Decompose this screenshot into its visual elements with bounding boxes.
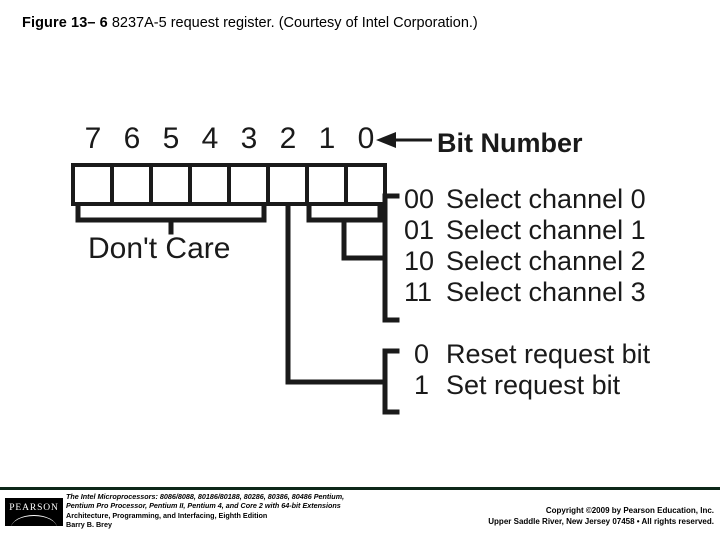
figure-caption-text: 8237A-5 request register. (Courtesy of I… [111,15,478,31]
channel-select-code-3: 11 [404,277,432,307]
channel-select-desc-1: Select channel 1 [446,215,646,245]
dont-care-brace [75,204,267,235]
book-author: Barry B. Brey [66,520,112,530]
register-cell-bit4 [188,163,231,206]
request-bit-desc-0: Reset request bit [446,339,651,369]
bit-number-1: 1 [319,122,336,155]
bit-number-5: 5 [163,122,180,155]
bit-number-pointer [376,132,432,148]
copyright-line-2: Upper Saddle River, New Jersey 07458 • A… [488,516,714,526]
channel-select-desc-3: Select channel 3 [446,277,646,307]
channel-select-code-1: 01 [404,215,434,245]
footer-divider [0,487,720,490]
figure-caption: Figure 13– 6 8237A-5 request register. (… [22,14,702,32]
book-title-line-3: Architecture, Programming, and Interfaci… [66,510,268,520]
bit-number-label: Bit Number [437,128,583,158]
book-info: The Intel Microprocessors: 8086/8088, 80… [66,492,396,530]
request-bit-code-0: 0 [414,339,429,369]
copyright-notice: Copyright ©2009 by Pearson Education, In… [414,506,714,527]
channel-select-list: 00 Select channel 0 01 Select channel 1 … [404,184,646,307]
channel-select-bracket [382,193,400,323]
register-cells [71,163,387,206]
register-cell-bit7 [71,163,114,206]
bit-number-7: 7 [85,122,102,155]
pearson-logo: PEARSON [5,498,63,526]
channel-select-desc-0: Select channel 0 [446,184,646,214]
dont-care-label: Don't Care [88,232,230,265]
register-cell-bit2 [266,163,309,206]
channel-select-code-0: 00 [404,184,434,214]
register-cell-bit3 [227,163,270,206]
register-cell-bit6 [110,163,153,206]
register-cell-bit1 [305,163,348,206]
pearson-wordmark: PEARSON [9,503,59,513]
bit-number-2: 2 [280,122,297,155]
book-title-line-1: The Intel Microprocessors: 8086/8088, 80… [66,492,345,501]
figure-diagram: 7 6 5 4 3 2 1 0 Bit Number Don't Care [0,60,720,480]
bit-number-3: 3 [241,122,258,155]
bit-number-6: 6 [124,122,141,155]
request-bit-bracket [382,348,400,415]
bit-number-4: 4 [202,122,219,155]
figure-number: Figure 13– 6 [22,15,108,31]
request-bit-code-1: 1 [414,370,429,400]
request-bit-list: 0 Reset request bit 1 Set request bit [414,339,651,400]
book-title-line-2: Pentium Pro Processor, Pentium II, Penti… [66,501,341,511]
bits10-brace [306,204,388,261]
register-cell-bit5 [149,163,192,206]
bit-number-0: 0 [358,122,375,155]
channel-select-code-2: 10 [404,246,434,276]
copyright-line-1: Copyright ©2009 by Pearson Education, In… [545,506,714,515]
pearson-swoosh-icon [11,515,57,526]
register-cell-bit0 [344,163,387,206]
bit2-connector [285,204,388,385]
footer: PEARSON The Intel Microprocessors: 8086/… [0,490,720,540]
bit-number-row: 7 6 5 4 3 2 1 0 [85,122,375,155]
request-bit-desc-1: Set request bit [446,370,621,400]
channel-select-desc-2: Select channel 2 [446,246,646,276]
